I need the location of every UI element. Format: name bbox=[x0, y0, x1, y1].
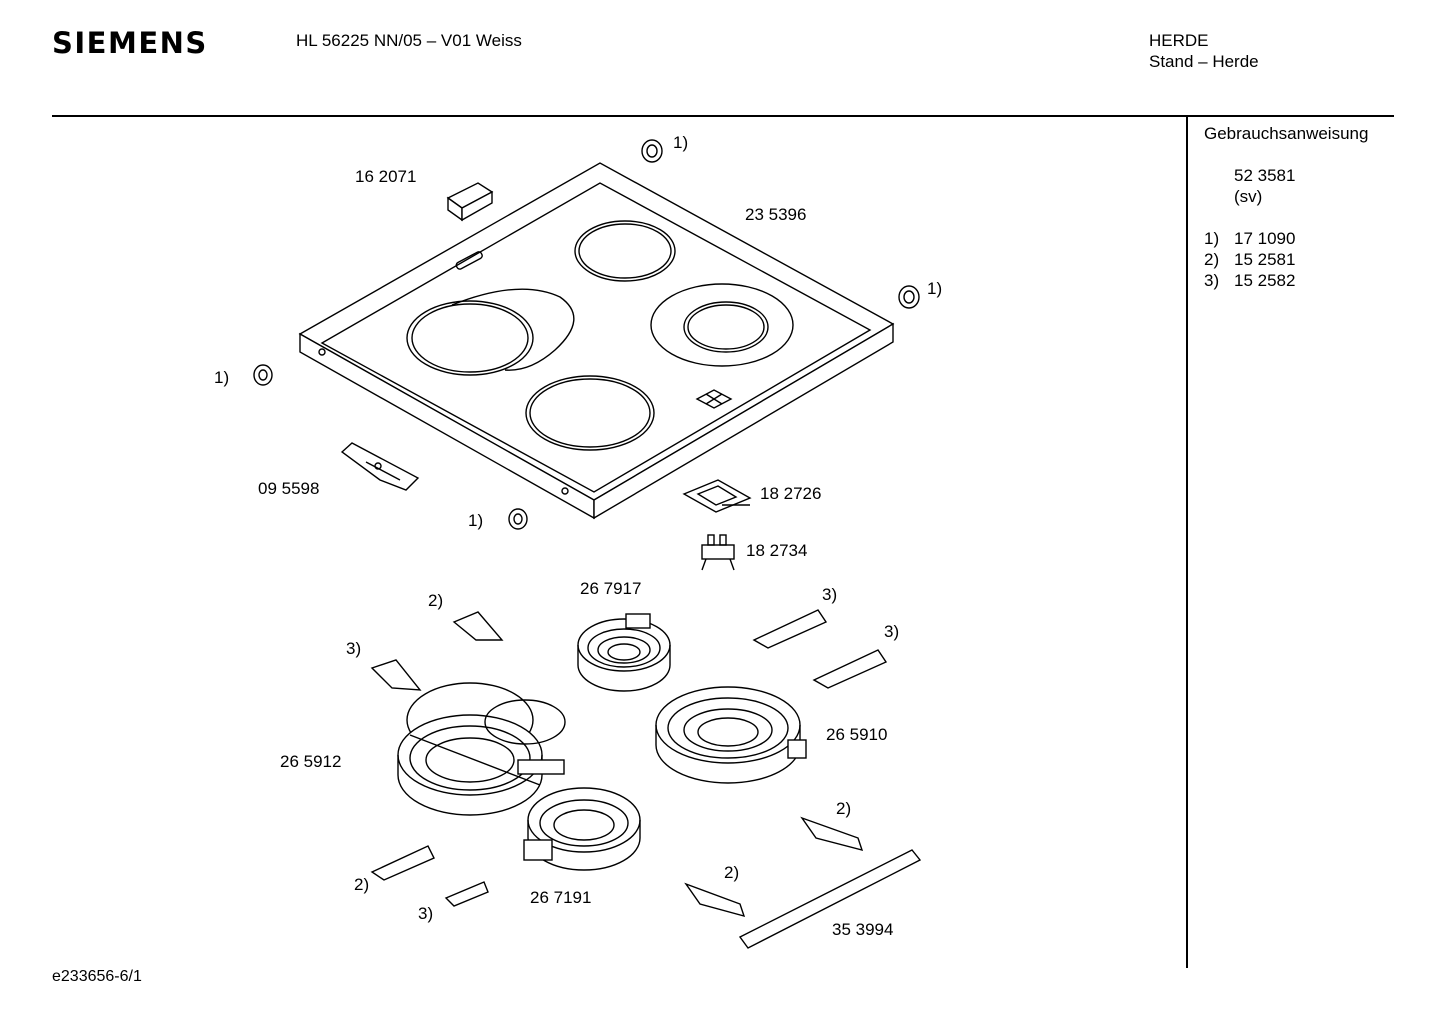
control-symbol-icon bbox=[695, 389, 733, 409]
callout-2-bottomleft: 2) bbox=[354, 875, 369, 894]
connector-part[interactable] bbox=[701, 534, 735, 571]
heater-dual-part[interactable] bbox=[655, 686, 807, 784]
callout-3-left: 3) bbox=[346, 639, 361, 658]
brand-logo: SIEMENS bbox=[52, 26, 208, 60]
glass-cooktop[interactable] bbox=[298, 162, 895, 520]
note-part-3: 15 2582 bbox=[1234, 271, 1296, 290]
clip-2-topleft[interactable] bbox=[452, 611, 504, 641]
exploded-diagram: 16 2071 23 5396 09 5598 18 2726 18 2734 … bbox=[214, 133, 942, 949]
category-label: HERDE bbox=[1149, 31, 1209, 50]
clip-2-bottom[interactable] bbox=[684, 882, 746, 918]
heater-small-part[interactable] bbox=[577, 613, 671, 692]
note-key-1: 1) bbox=[1204, 229, 1220, 248]
grommet-right[interactable] bbox=[898, 285, 920, 309]
grommet-front[interactable] bbox=[508, 508, 528, 530]
label-knob-cover: 16 2071 bbox=[355, 167, 416, 186]
note-key-2: 2) bbox=[1204, 250, 1220, 269]
clip-3-left[interactable] bbox=[370, 659, 422, 691]
label-heater-oval: 26 5912 bbox=[280, 752, 341, 771]
callout-3-bottom: 3) bbox=[418, 904, 433, 923]
manual-number: 52 3581 bbox=[1234, 166, 1296, 185]
callout-1-top: 1) bbox=[673, 133, 688, 152]
clip-2-right[interactable] bbox=[800, 816, 864, 852]
bracket-part[interactable] bbox=[340, 442, 420, 491]
callout-1-right: 1) bbox=[927, 279, 942, 298]
clip-3-topright[interactable] bbox=[752, 609, 828, 649]
label-connector: 18 2734 bbox=[746, 541, 807, 560]
clip-2-bottomleft[interactable] bbox=[370, 845, 435, 881]
callout-3-topright: 3) bbox=[822, 585, 837, 604]
callout-2-bottom: 2) bbox=[724, 863, 739, 882]
sidebar-divider bbox=[1186, 116, 1188, 968]
sensor-plate-part[interactable] bbox=[682, 479, 752, 513]
note-key-3: 3) bbox=[1204, 271, 1220, 290]
clip-3-bottom[interactable] bbox=[444, 881, 489, 907]
label-glass-top: 23 5396 bbox=[745, 205, 806, 224]
callout-2-topleft: 2) bbox=[428, 591, 443, 610]
label-heater-front: 26 7191 bbox=[530, 888, 591, 907]
drawing-id: e233656-6/1 bbox=[52, 968, 142, 985]
grommet-top[interactable] bbox=[641, 139, 663, 163]
label-heater-small: 26 7917 bbox=[580, 579, 641, 598]
grommet-left[interactable] bbox=[253, 364, 273, 386]
label-sensor-plate: 18 2726 bbox=[760, 484, 821, 503]
model-title: HL 56225 NN/05 – V01 Weiss bbox=[296, 31, 522, 50]
header-divider bbox=[52, 115, 1394, 117]
callout-2-right: 2) bbox=[836, 799, 851, 818]
callout-1-left: 1) bbox=[214, 368, 229, 387]
label-bracket: 09 5598 bbox=[258, 479, 319, 498]
clip-3-right[interactable] bbox=[812, 649, 888, 689]
rail-part[interactable] bbox=[738, 849, 922, 949]
knob-cover-part[interactable] bbox=[446, 182, 494, 222]
label-rail: 35 3994 bbox=[832, 920, 893, 939]
note-part-2: 15 2581 bbox=[1234, 250, 1296, 269]
callout-3-right: 3) bbox=[884, 622, 899, 641]
sidebar-title: Gebrauchsanweisung bbox=[1204, 124, 1369, 143]
manual-language: (sv) bbox=[1234, 187, 1263, 206]
subcategory-label: Stand – Herde bbox=[1149, 52, 1259, 71]
callout-1-front: 1) bbox=[468, 511, 483, 530]
heater-oval-part[interactable] bbox=[397, 682, 566, 816]
label-heater-dual: 26 5910 bbox=[826, 725, 887, 744]
note-part-1: 17 1090 bbox=[1234, 229, 1296, 248]
heater-front-part[interactable] bbox=[523, 787, 641, 871]
